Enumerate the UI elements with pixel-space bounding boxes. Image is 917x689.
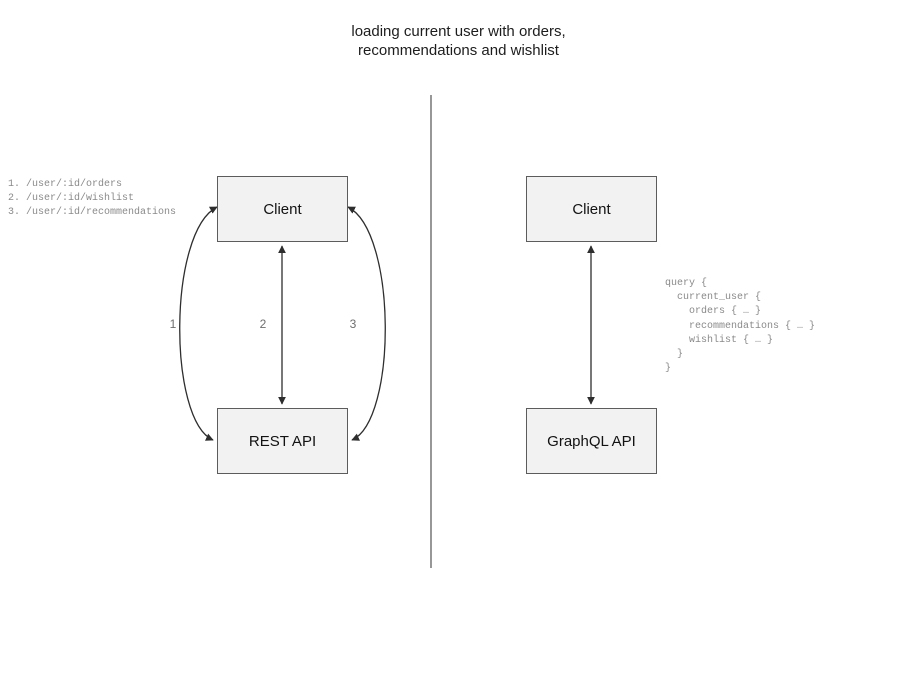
rest-edge-label-1: 1 <box>169 317 177 331</box>
graphql-query-snippet: query { current_user { orders { … } reco… <box>665 278 816 375</box>
page-title: loading current user with orders, recomm… <box>351 23 566 59</box>
node-client-graphql[interactable]: Client <box>526 176 657 242</box>
rest-edge-label-3: 3 <box>349 317 357 331</box>
rest-endpoint-list: 1. /user/:id/orders 2. /user/:id/wishlis… <box>8 179 177 219</box>
rest-edge-1-curve <box>179 206 218 441</box>
node-rest-api[interactable]: REST API <box>217 408 348 474</box>
node-graphql-api[interactable]: GraphQL API <box>526 408 657 474</box>
rest-edge-3-curve <box>347 206 386 441</box>
rest-edge-label-2: 2 <box>259 317 267 331</box>
node-client-rest[interactable]: Client <box>217 176 348 242</box>
